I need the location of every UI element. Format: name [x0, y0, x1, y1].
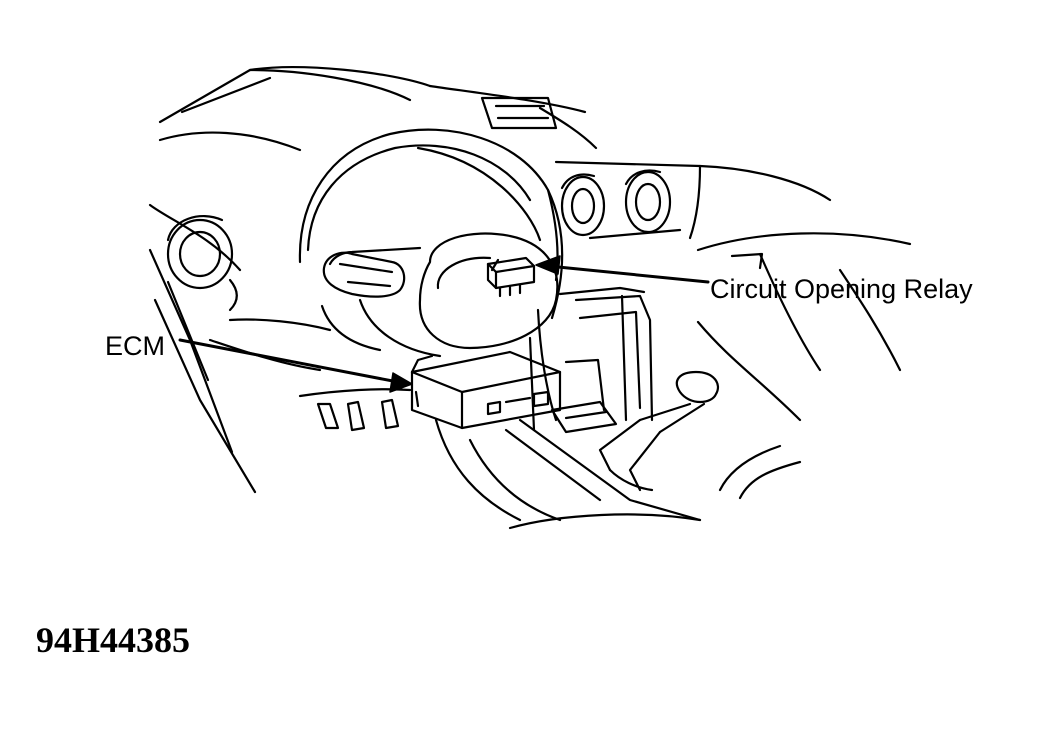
- right-dash-contour: [554, 160, 912, 270]
- shift-lever: [598, 370, 802, 500]
- left-dash-side: [148, 203, 332, 494]
- ecm-component: [410, 350, 562, 430]
- center-vent: [480, 96, 558, 130]
- ecm-callout-arrow: [178, 338, 413, 393]
- ecm-label: ECM: [105, 331, 165, 361]
- steering-column: [298, 128, 564, 358]
- turn-signal-stalk: [322, 251, 406, 298]
- floor-tunnel: [434, 400, 702, 530]
- center-console: [528, 286, 654, 432]
- lower-dash: [298, 388, 412, 432]
- relay-component: [486, 256, 536, 298]
- right-side-panel: [696, 252, 902, 422]
- relay-callout-arrow: [535, 255, 710, 284]
- right-round-vents: [560, 169, 672, 237]
- circuit-opening-relay-label: Circuit Opening Relay: [710, 274, 973, 304]
- figure-id: 94H44385: [36, 620, 191, 660]
- upper-dash-lines: [158, 66, 598, 152]
- left-round-vent: [166, 215, 238, 312]
